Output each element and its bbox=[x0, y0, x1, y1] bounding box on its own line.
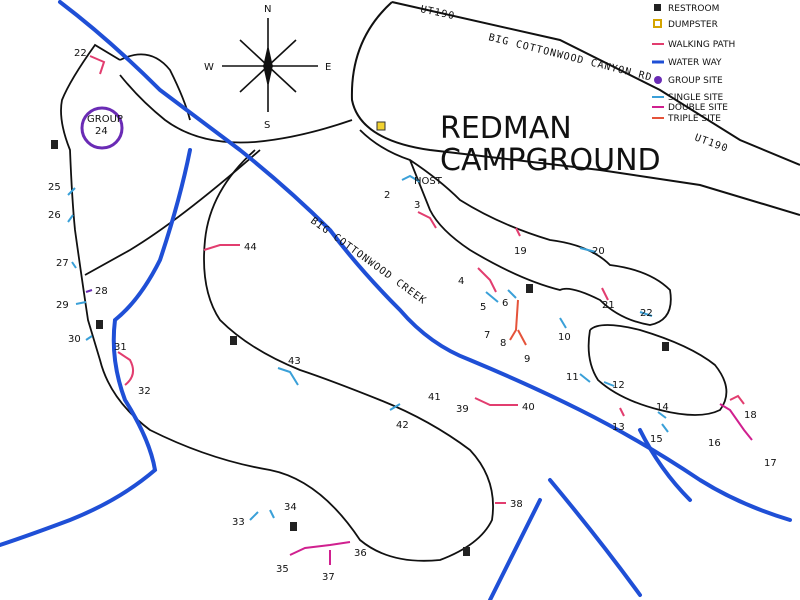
restroom-icon bbox=[290, 522, 297, 531]
site-label: 4 bbox=[458, 276, 464, 287]
canyon-road bbox=[350, 1, 800, 216]
group-site-icon bbox=[80, 106, 124, 150]
restroom-icon bbox=[526, 284, 533, 293]
site-label: 25 bbox=[48, 182, 61, 193]
restroom-icon bbox=[662, 342, 669, 351]
canyon-road-label: BIG COTTONWOOD CANYON RD bbox=[487, 32, 653, 83]
site-label: 33 bbox=[232, 517, 245, 528]
legend-label-water-way: WATER WAY bbox=[668, 58, 722, 68]
site-label: 15 bbox=[650, 434, 663, 445]
site-label: 26 bbox=[48, 210, 61, 221]
site-label: 42 bbox=[396, 420, 409, 431]
camp-roads bbox=[60, 43, 728, 562]
site-label: 18 bbox=[744, 410, 757, 421]
highway-label-bottom: UT190 bbox=[693, 132, 730, 154]
restroom-icon bbox=[230, 336, 237, 345]
legend-label-single-site: SINGLE SITE bbox=[668, 93, 724, 103]
site-spurs bbox=[67, 55, 753, 565]
legend-label-dumpster: DUMPSTER bbox=[668, 20, 718, 30]
site-label: 27 bbox=[56, 258, 69, 269]
site-label: 12 bbox=[612, 380, 625, 391]
site-label: 21 bbox=[602, 300, 615, 311]
site-label: 35 bbox=[276, 564, 289, 575]
site-label: 39 bbox=[456, 404, 469, 415]
title-line-2: CAMPGROUND bbox=[440, 143, 661, 178]
site-label: 8 bbox=[500, 338, 506, 349]
site-labels: 22 25 26 27 28 29 30 31 32 33 34 35 36 3… bbox=[48, 48, 777, 583]
site-label: 36 bbox=[354, 548, 367, 559]
restroom-icon bbox=[96, 320, 103, 329]
site-label: 40 bbox=[522, 402, 535, 413]
site-label: 7 bbox=[484, 330, 490, 341]
compass-south: S bbox=[264, 120, 270, 131]
site-label: 38 bbox=[510, 499, 523, 510]
site-label: 31 bbox=[114, 342, 127, 353]
site-label: 41 bbox=[428, 392, 441, 403]
legend-label-group-site: GROUP SITE bbox=[668, 76, 723, 86]
site-label: 11 bbox=[566, 372, 579, 383]
compass-west: W bbox=[204, 62, 214, 73]
restroom-icon bbox=[51, 140, 58, 149]
site-label: 44 bbox=[244, 242, 257, 253]
site-label: 16 bbox=[708, 438, 721, 449]
site-label: 43 bbox=[288, 356, 301, 367]
host-label: HOST bbox=[414, 176, 443, 187]
site-label: 28 bbox=[95, 286, 108, 297]
site-label: 34 bbox=[284, 502, 297, 513]
legend-dumpster-icon bbox=[653, 19, 662, 28]
site-label: 10 bbox=[558, 332, 571, 343]
site-label: 22 bbox=[74, 48, 87, 59]
dumpster-icon bbox=[376, 121, 386, 131]
site-label: 17 bbox=[764, 458, 777, 469]
site-label: 9 bbox=[524, 354, 530, 365]
site-label: 6 bbox=[502, 298, 508, 309]
highway-label-top: UT190 bbox=[419, 4, 456, 22]
legend-label-walking-path: WALKING PATH bbox=[668, 40, 735, 50]
restroom-icon bbox=[463, 547, 470, 556]
legend-group-site-icon bbox=[654, 76, 662, 84]
legend: RESTROOM DUMPSTER WALKING PATH WATER WAY… bbox=[652, 4, 735, 124]
site-label: 22 bbox=[640, 308, 653, 319]
site-label: 3 bbox=[414, 200, 420, 211]
site-label: 20 bbox=[592, 246, 605, 257]
site-label: 19 bbox=[514, 246, 527, 257]
group-site-number: 24 bbox=[95, 126, 108, 137]
restrooms bbox=[51, 140, 669, 556]
legend-label-restroom: RESTROOM bbox=[668, 4, 719, 14]
creek-label: BIG COTTONWOOD CREEK bbox=[308, 216, 428, 307]
group-site-label: GROUP bbox=[87, 114, 123, 125]
title-line-1: REDMAN bbox=[440, 111, 572, 146]
site-label: 14 bbox=[656, 402, 669, 413]
legend-restroom-icon bbox=[654, 4, 661, 11]
legend-label-triple-site: TRIPLE SITE bbox=[667, 114, 721, 124]
site-label: 37 bbox=[322, 572, 335, 583]
compass-rose bbox=[222, 18, 318, 112]
compass-north: N bbox=[264, 4, 271, 15]
legend-label-double-site: DOUBLE SITE bbox=[668, 103, 728, 113]
site-label: 2 bbox=[384, 190, 390, 201]
compass-east: E bbox=[325, 62, 331, 73]
site-label: 32 bbox=[138, 386, 151, 397]
site-label: 13 bbox=[612, 422, 625, 433]
site-label: 30 bbox=[68, 334, 81, 345]
site-label: 5 bbox=[480, 302, 486, 313]
site-label: 29 bbox=[56, 300, 69, 311]
